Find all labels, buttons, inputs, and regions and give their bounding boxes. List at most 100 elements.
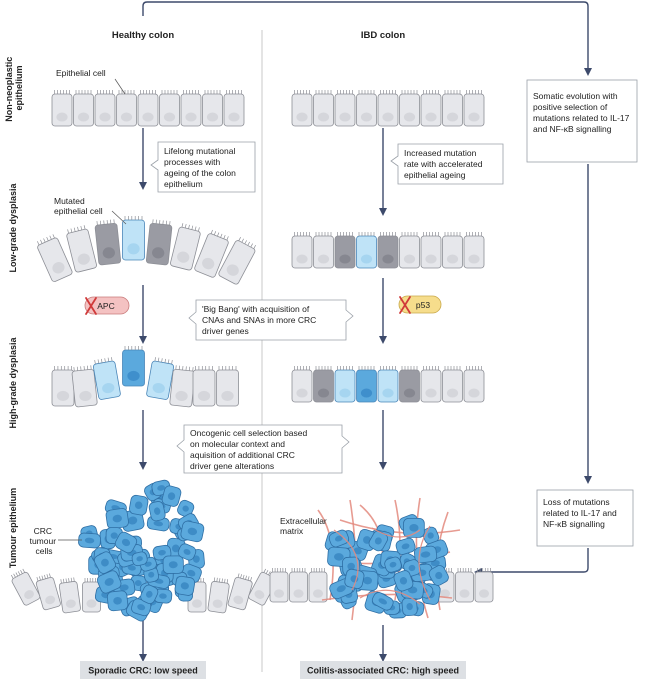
ecm-fibre [418, 525, 431, 601]
epithelial-cell [216, 366, 239, 407]
tumour-cell [403, 517, 425, 538]
healthy-colon-title: Healthy colon [112, 30, 174, 41]
svg-text:Increased mutation rate: Increased mutation rate with accelerated… [404, 148, 485, 180]
tumour-cell [177, 543, 197, 561]
callout-line: 'Big Bang' with acquisition of [202, 304, 310, 314]
epithelial-cell [145, 219, 173, 266]
tumour-cell [384, 556, 402, 573]
crc-label-line: CRC [34, 526, 52, 536]
callout-line: related to IL-17 and [543, 508, 617, 518]
epithelial-cell [377, 366, 399, 403]
apc-mutation-badge: APC [84, 296, 130, 315]
epithelial-cell [122, 216, 145, 261]
epithelial-cell [207, 577, 230, 614]
tumour-cell [105, 508, 129, 530]
callout-line: rate with accelerated [404, 159, 483, 169]
epithelial-cell [291, 366, 313, 403]
epithelial-cell [442, 90, 463, 127]
epithelial-cell [420, 232, 442, 269]
epithelial-cell [180, 90, 202, 127]
callout-line: Lifelong mutational [164, 146, 235, 156]
epithelial-cell [291, 90, 313, 127]
epithelial-cell [227, 573, 253, 611]
epithelial-cell [137, 90, 159, 127]
epithelial-cell [51, 90, 73, 127]
tumour-cell [140, 584, 159, 604]
callout-lifelong-mutational: Lifelong mutational processes with agein… [150, 141, 256, 193]
epithelial-cell [442, 232, 463, 269]
tumour-cell [131, 551, 148, 567]
epithelium-healthy-tumour-right [187, 568, 278, 614]
epithelial-cell [116, 90, 137, 127]
callout-somatic-evolution: Somatic evolution with positive selectio… [526, 79, 638, 163]
epithelial-cell [313, 90, 334, 127]
callout-line: on molecular context and [190, 439, 285, 449]
tumour-cell [131, 598, 152, 617]
epithelium-ibd-normal [291, 90, 485, 127]
cross-icon [85, 297, 97, 315]
result-sporadic-text: Sporadic CRC: low speed [88, 666, 198, 676]
epithelium-healthy-normal [51, 90, 245, 127]
epithelial-cell [455, 568, 474, 603]
epithelial-cell [420, 90, 442, 127]
epithelial-cell [170, 223, 201, 271]
epithelial-cell [463, 366, 485, 403]
epithelial-cell [399, 366, 420, 403]
epithelium-ibd-high-grade [291, 366, 485, 403]
tumour-cell [106, 590, 129, 612]
epithelial-cell [202, 90, 223, 127]
epithelial-cell [194, 229, 229, 278]
epithelial-cell [377, 232, 399, 269]
row-label-line: Non-neoplastic [4, 57, 14, 122]
tumour-cell [393, 570, 414, 592]
ibd-colon-title: IBD colon [361, 30, 406, 41]
tumour-cell [174, 575, 196, 596]
tumour-cell [428, 565, 449, 586]
tumour-cell [177, 499, 195, 518]
epithelial-cell [146, 357, 175, 400]
epithelial-cell [313, 366, 334, 403]
epithelial-cell [192, 366, 216, 407]
epithelial-cell [94, 90, 116, 127]
epithelial-cell [94, 219, 122, 266]
tumour-mass-healthy [78, 479, 205, 622]
epithelial-cell [269, 568, 289, 603]
crc-label-line: cells [35, 546, 52, 556]
epithelial-cell [10, 568, 41, 606]
tumour-cell [93, 551, 116, 574]
callout-increased-mutation: Increased mutation rate with accelerated… [390, 143, 504, 185]
tumour-cell [161, 485, 182, 507]
callout-line: aquisition of additional CRC [190, 450, 295, 460]
callout-line: positive selection of [533, 102, 608, 112]
epithelial-cell [66, 225, 97, 273]
svg-text:Lifelong mutational proc: Lifelong mutational processes with agein… [164, 146, 238, 189]
tumour-cell [78, 532, 101, 549]
tumour-cell [162, 555, 184, 574]
callout-big-bang: 'Big Bang' with acquisition of CNAs and … [188, 299, 354, 341]
callout-line: mutations related to IL-17 [533, 113, 630, 123]
epithelial-cell [463, 232, 485, 269]
epithelial-cell [334, 232, 356, 269]
crc-tumour-cells-label: CRC tumour cells [30, 526, 59, 556]
tumour-cell [371, 592, 394, 611]
crc-label-line: tumour [30, 536, 57, 546]
extracellular-matrix-fibres-top [333, 525, 431, 605]
tumour-cell [114, 531, 138, 554]
ecm-fibre [371, 527, 421, 538]
tumour-cell [148, 501, 166, 522]
callout-line: Oncogenic cell selection based [190, 428, 307, 438]
epithelial-cell [159, 90, 180, 127]
callout-line: and NF-κB signalling [533, 124, 612, 134]
result-sporadic-crc: Sporadic CRC: low speed [80, 661, 206, 679]
epithelial-cell [122, 346, 145, 387]
mutated-cell-label: Mutated epithelial cell [54, 196, 103, 216]
callout-line: driver genes [202, 326, 249, 336]
row-label-low-grade: Low-grade dysplasia [8, 182, 18, 272]
mutated-cell-label-line: epithelial cell [54, 206, 103, 216]
svg-text:Loss of mutations relate: Loss of mutations related to IL-17 and N… [543, 497, 619, 529]
p53-mutation-badge: p53 [398, 295, 442, 314]
epithelial-cell [71, 365, 98, 408]
epithelial-cell [289, 568, 308, 603]
ecm-label-line: matrix [280, 526, 304, 536]
